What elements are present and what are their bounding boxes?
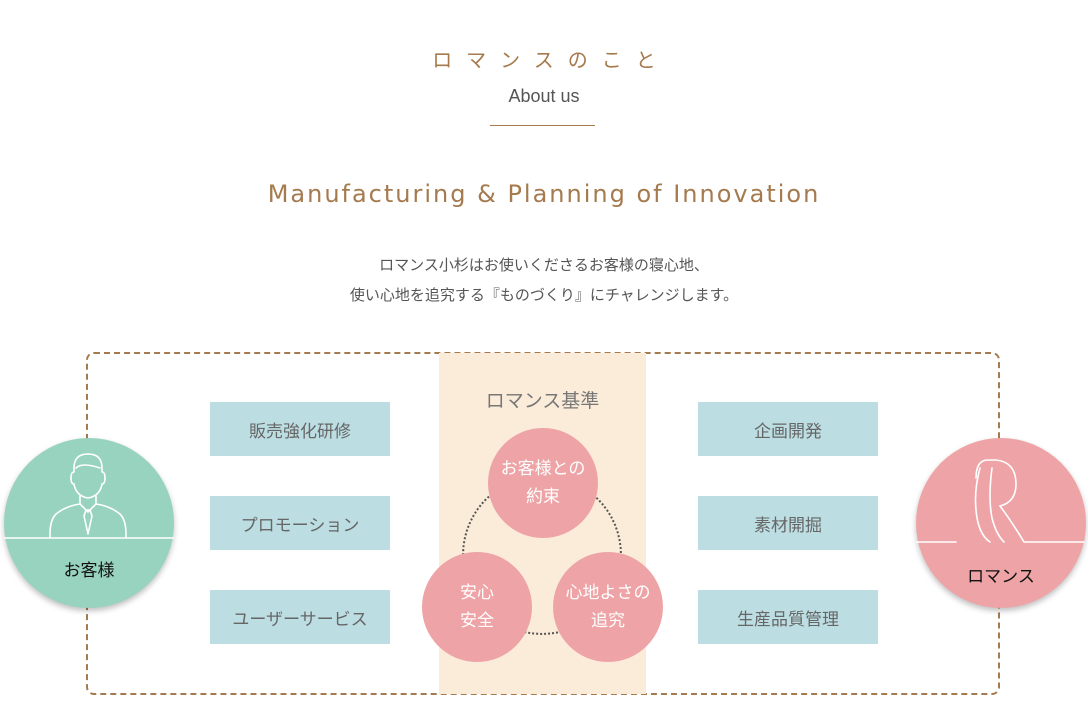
customer-circle: お客様 — [4, 438, 174, 608]
intro-text: ロマンス小杉はお使いくださるお客様の寝心地、 使い心地を追究する『ものづくり』に… — [0, 250, 1088, 310]
intro-line-1: ロマンス小杉はお使いくださるお客様の寝心地、 — [379, 256, 709, 274]
section-title-kana: ロマンスのこと — [432, 48, 670, 72]
company-label: ロマンス — [967, 567, 1035, 587]
standard-circle-line: 安心 — [460, 583, 494, 603]
standard-circle-safety: 安心 安全 — [422, 552, 532, 662]
standard-circle-line: 心地よさの — [565, 583, 651, 603]
company-circle: ロマンス — [916, 438, 1086, 608]
standard-circle-comfort: 心地よさの 追究 — [553, 552, 663, 662]
customer-label: お客様 — [63, 561, 115, 581]
standard-circle-line: 約束 — [526, 487, 560, 507]
center-title: ロマンス基準 — [485, 390, 600, 412]
standard-circle-promise: お客様との 約束 — [488, 428, 598, 538]
main-heading: Manufacturing & Planning of Innovation — [267, 180, 821, 208]
left-item-sales-training: 販売強化研修 — [210, 402, 390, 456]
romance-r-logo-icon — [916, 459, 1085, 543]
standard-circle-line: お客様との — [500, 459, 586, 479]
left-item-promotion: プロモーション — [210, 496, 390, 550]
title-underline — [490, 125, 595, 126]
right-item-planning: 企画開発 — [698, 402, 878, 456]
right-item-materials: 素材開掘 — [698, 496, 878, 550]
standard-circle-line: 追究 — [591, 611, 625, 631]
intro-line-2: 使い心地を追究する『ものづくり』にチャレンジします。 — [349, 286, 739, 304]
section-subtitle: About us — [508, 86, 580, 106]
standard-circle-line: 安全 — [460, 611, 494, 631]
right-item-quality: 生産品質管理 — [698, 590, 878, 644]
businessman-icon — [4, 453, 174, 539]
left-item-user-service: ユーザーサービス — [210, 590, 390, 644]
